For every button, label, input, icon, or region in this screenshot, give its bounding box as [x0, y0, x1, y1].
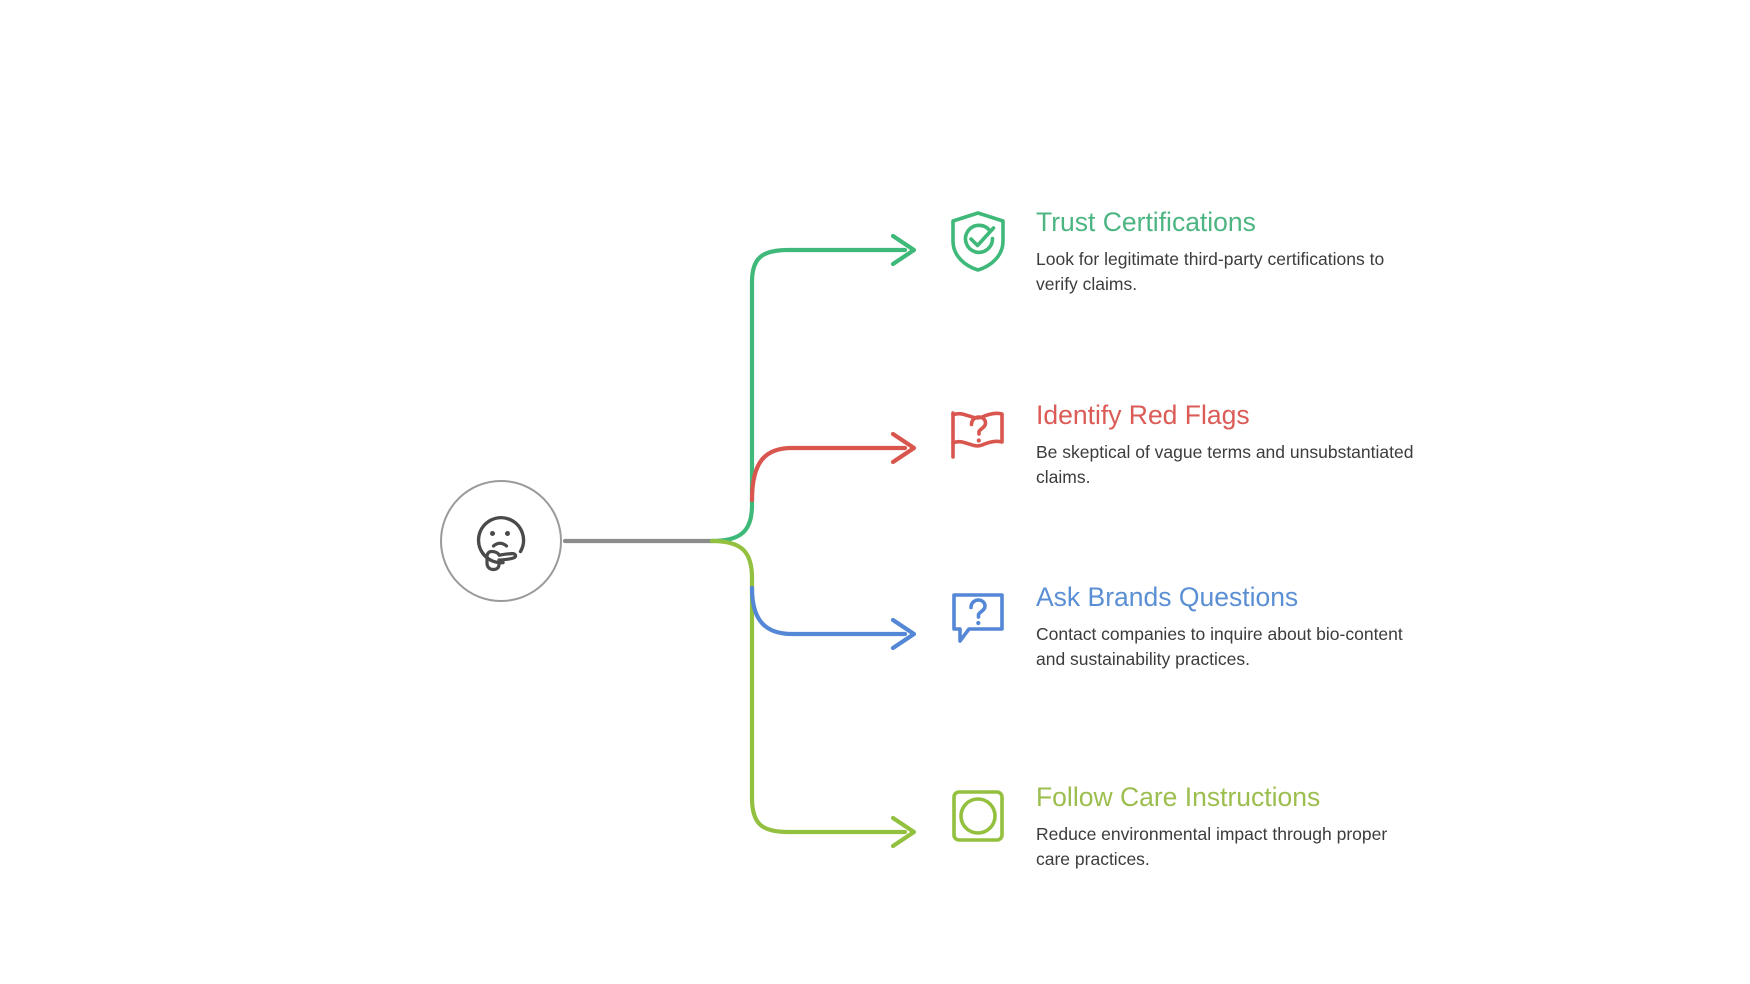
branch-text-block: Identify Red Flags Be skeptical of vague…: [1036, 398, 1422, 490]
branch-item-ask-brands-questions[interactable]: Ask Brands Questions Contact companies t…: [942, 580, 1422, 672]
branch-title: Identify Red Flags: [1036, 400, 1250, 430]
branch-item-identify-red-flags[interactable]: Identify Red Flags Be skeptical of vague…: [942, 398, 1422, 490]
branch-title: Trust Certifications: [1036, 207, 1256, 237]
arrowhead-identify-red-flags: [890, 431, 917, 465]
branch-text-block: Follow Care Instructions Reduce environm…: [1036, 780, 1422, 872]
connector-identify-red-flags: [749, 445, 908, 503]
branch-description: Reduce environmental impact through prop…: [1036, 824, 1388, 870]
connector-follow-care-instructions: [709, 538, 908, 835]
laundry-care-symbol-icon: [942, 780, 1014, 852]
branch-item-follow-care-instructions[interactable]: Follow Care Instructions Reduce environm…: [942, 780, 1422, 872]
arrowhead-trust-certifications: [890, 233, 917, 267]
shield-check-icon: [942, 205, 1014, 277]
branch-title: Follow Care Instructions: [1036, 782, 1321, 812]
speech-bubble-question-icon: [942, 580, 1014, 652]
branch-title: Ask Brands Questions: [1036, 582, 1299, 612]
branch-description: Look for legitimate third-party certific…: [1036, 249, 1385, 295]
branch-text-block: Ask Brands Questions Contact companies t…: [1036, 580, 1422, 672]
branch-text-block: Trust Certifications Look for legitimate…: [1036, 205, 1422, 297]
flag-question-icon: [942, 398, 1014, 470]
branch-item-trust-certifications[interactable]: Trust Certifications Look for legitimate…: [942, 205, 1422, 297]
hub-node[interactable]: [440, 480, 562, 602]
branch-description: Be skeptical of vague terms and unsubsta…: [1036, 442, 1414, 488]
arrowhead-follow-care-instructions: [890, 815, 917, 849]
connector-trust-certifications: [709, 247, 908, 544]
connector-ask-brands-questions: [749, 585, 908, 637]
arrowhead-ask-brands-questions: [890, 617, 917, 651]
branch-description: Contact companies to inquire about bio-c…: [1036, 624, 1403, 670]
thinking-face-icon: [476, 516, 526, 572]
